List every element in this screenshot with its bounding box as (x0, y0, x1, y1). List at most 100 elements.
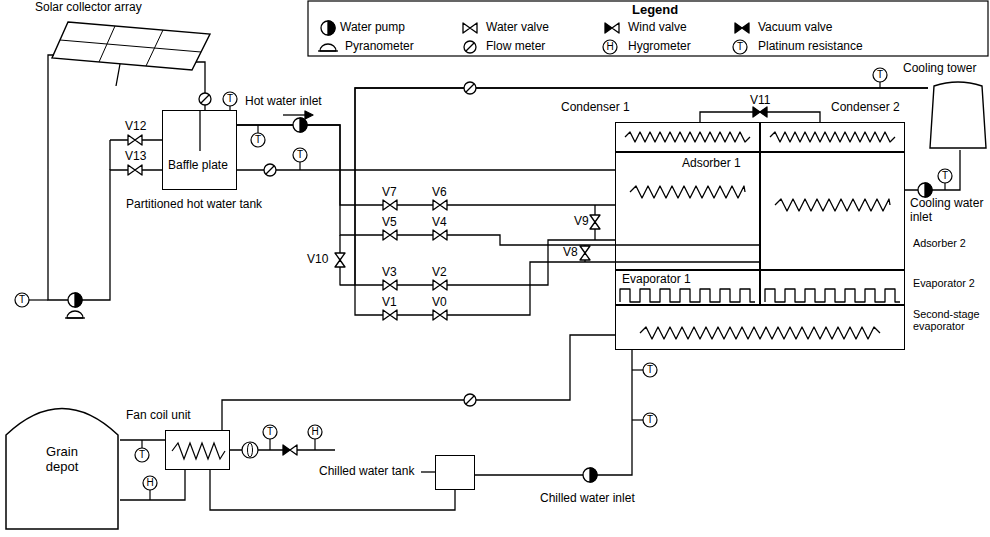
collector-panel (52, 22, 210, 70)
valve-symbol (753, 107, 760, 117)
adsorber: Adsorber 1 (615, 152, 760, 270)
valve-symbol (433, 200, 440, 210)
condenser-coil (770, 132, 895, 142)
pipe-connector (48, 88, 162, 300)
cooling-tower-shape (928, 80, 988, 150)
valve-label: V12 (125, 120, 146, 134)
pipe-connector (905, 150, 960, 190)
valve-symbol (383, 280, 390, 290)
valve-symbol (470, 23, 477, 33)
valve-symbol (440, 280, 447, 290)
legend-box (308, 1, 988, 56)
node-text: Adsorber 1 (682, 157, 741, 171)
flow-meter (464, 41, 476, 53)
pipe-connector (120, 470, 185, 500)
flow-label: Chilled water inlet (540, 492, 635, 506)
condenser: Condenser 1 (615, 122, 760, 152)
pipe-connector (237, 125, 615, 205)
valve-label: V10 (307, 253, 328, 267)
valve-symbol (283, 445, 290, 455)
fan-symbol (242, 442, 258, 458)
evaporator-coil (640, 327, 880, 339)
valve-symbol (383, 200, 390, 210)
flow-label: Hot water inlet (245, 95, 322, 109)
valve-symbol (135, 135, 142, 145)
valve-symbol (440, 230, 447, 240)
node-text: Evaporator 2 (913, 277, 975, 289)
fan-coil-unit-shape (166, 431, 231, 471)
legend-text: Water pump (340, 21, 405, 35)
sensor-symbol (15, 293, 29, 307)
tower-outline (930, 82, 986, 148)
flow-meter (464, 82, 476, 94)
pipe-connector (700, 112, 820, 122)
second-stage-evaporator: Second-stage evaporator (615, 305, 905, 350)
sensor-symbol (293, 148, 307, 162)
node-heading: Condenser 2 (831, 101, 900, 115)
flow-arrow (283, 114, 306, 115)
sensor-letter: T (297, 150, 303, 160)
valve-label: V5 (382, 216, 397, 230)
valve-label: V3 (382, 266, 397, 280)
sensor-symbol (135, 448, 149, 462)
flow-meter (199, 93, 211, 105)
sensor-letter: T (139, 450, 145, 460)
water-pump (293, 118, 307, 132)
fan-coil (172, 443, 225, 459)
pipe (340, 235, 355, 285)
pyranometer-base (318, 50, 338, 51)
sensor-letter: T (647, 365, 653, 375)
valve-symbol (440, 310, 447, 320)
sensor-symbol (643, 413, 657, 427)
valve-symbol (128, 135, 135, 145)
valve-symbol (590, 215, 600, 222)
legend-title: Legend (632, 3, 678, 18)
valve-symbol (590, 222, 600, 229)
sensor-letter: T (877, 70, 883, 80)
grain-depot: Grain depot (5, 390, 120, 530)
sensor-symbol (873, 68, 887, 82)
valve-symbol (742, 23, 749, 33)
pipe-connector (355, 88, 928, 315)
sensor-letter: H (311, 427, 318, 437)
sensor-symbol (603, 40, 617, 54)
valve-symbol (383, 310, 390, 320)
water-pump-half (328, 21, 335, 35)
sensor-symbol (643, 363, 657, 377)
condenser-coil (625, 132, 750, 142)
valve-symbol (580, 253, 590, 260)
water-pump (583, 468, 597, 482)
valve-label: V6 (432, 186, 447, 200)
fan-coil-unit: Fan coil unit (165, 430, 230, 470)
depot-outline (6, 409, 118, 530)
legend-text: Pyranometer (345, 40, 414, 54)
sensor-letter: T (647, 415, 653, 425)
valve-symbol (128, 165, 135, 175)
node-text: Baffle plate (168, 159, 228, 173)
pyranometer (67, 311, 83, 318)
water-pump-half (300, 118, 307, 132)
evaporator: Evaporator 1 (615, 270, 760, 305)
legend-text: Water valve (486, 21, 549, 35)
pipe-connector (237, 125, 760, 245)
valve-symbol (390, 310, 397, 320)
valve-label: V2 (432, 266, 447, 280)
pipe (110, 140, 162, 170)
valve-symbol (390, 230, 397, 240)
node-text: Second-stage evaporator (913, 308, 989, 333)
valve-symbol (383, 230, 390, 240)
evaporator-fins (620, 289, 755, 302)
cooling-tower: Cooling tower (928, 80, 988, 150)
valve-symbol (433, 280, 440, 290)
sensor-letter: T (19, 295, 25, 305)
pyranometer (320, 44, 336, 51)
sensor-symbol (263, 425, 277, 439)
evaporator-fins (765, 289, 900, 302)
valve-symbol (390, 200, 397, 210)
flow-meter-slash (201, 95, 209, 103)
node-heading: Cooling tower (903, 62, 976, 76)
node-heading: Chilled water tank (319, 465, 414, 479)
valve-symbol (335, 253, 345, 260)
valve-symbol (760, 107, 767, 117)
valve-symbol (735, 23, 742, 33)
